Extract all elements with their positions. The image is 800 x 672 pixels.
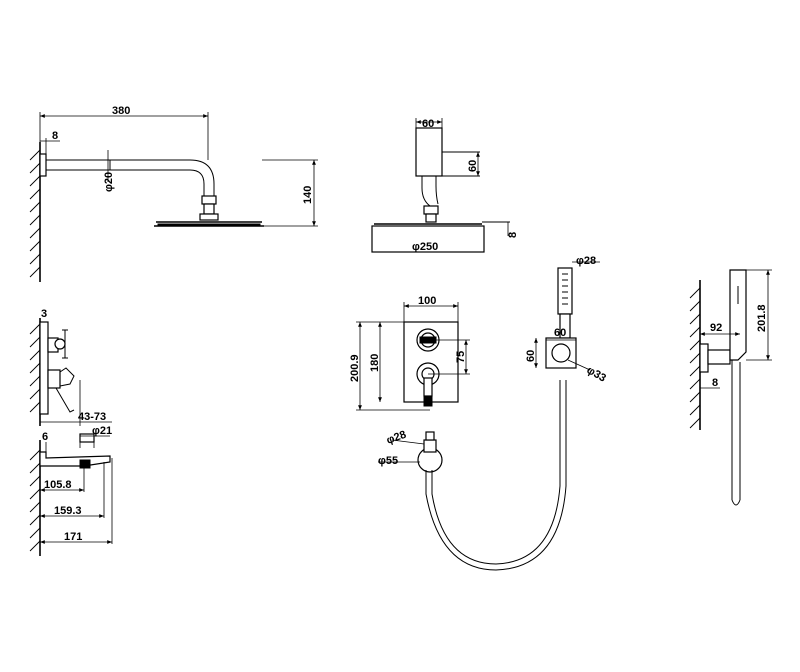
hand-shower-front-view: φ28 60 60 φ33 <box>525 255 608 385</box>
dim-holder-hole: φ33 <box>585 364 608 384</box>
wall-hatch <box>29 449 41 552</box>
dim-outlet-diameter: φ28 <box>385 429 408 447</box>
dim-plate-offset: 3 <box>41 308 47 320</box>
dim-outlet-flange: φ55 <box>378 455 398 467</box>
dim-mixer-total-height: 200.9 <box>349 354 361 382</box>
dim-mixer-width: 100 <box>418 295 436 307</box>
dim-handle-diameter: φ28 <box>576 255 596 267</box>
dim-flange-width: 60 <box>422 118 434 130</box>
dim-spout-outlet-diameter: φ21 <box>92 425 112 437</box>
outlet-elbow-and-hose: φ28 φ55 <box>378 380 567 571</box>
wall-hatch <box>29 149 41 278</box>
dim-flange-height: 60 <box>467 160 479 172</box>
dim-hand-height: 201.8 <box>756 304 768 332</box>
dim-spout-wall-offset: 6 <box>42 431 48 443</box>
dim-head-diameter: φ250 <box>412 241 438 253</box>
dim-mixer-body-height: 180 <box>369 354 381 372</box>
hand-shower-side-view: 201.8 92 8 <box>689 269 772 506</box>
dim-head-thickness: 8 <box>507 232 519 238</box>
dim-holder-width: 60 <box>554 327 566 339</box>
wall-hatch <box>29 323 41 413</box>
dim-holder-height: 60 <box>525 350 537 362</box>
rain-shower-side-view: 380 8 φ20 140 <box>29 105 318 282</box>
dim-spout-c: 171 <box>64 531 82 543</box>
shower-head-top-view: 60 60 8 φ250 <box>371 118 519 253</box>
dim-wall-offset: 8 <box>52 130 58 142</box>
dim-spout-a: 105.8 <box>44 479 72 491</box>
dim-spout-b: 159.3 <box>54 505 82 517</box>
spout-side-view: 6 φ21 105.8 159.3 171 <box>29 425 113 556</box>
mixer-front-view: 100 200.9 180 75 <box>349 295 470 411</box>
dim-arm-diameter: φ20 <box>103 172 115 192</box>
dim-hand-projection: 92 <box>710 322 722 334</box>
dim-drop-height: 140 <box>302 186 314 204</box>
dim-arm-length: 380 <box>112 105 130 117</box>
wall-hatch <box>689 287 701 429</box>
dim-hand-plate: 8 <box>712 377 718 389</box>
dim-mixer-projection: 43-73 <box>78 411 106 423</box>
mixer-side-view: 3 43-73 <box>29 308 112 426</box>
dim-handle-spacing: 75 <box>455 351 467 363</box>
